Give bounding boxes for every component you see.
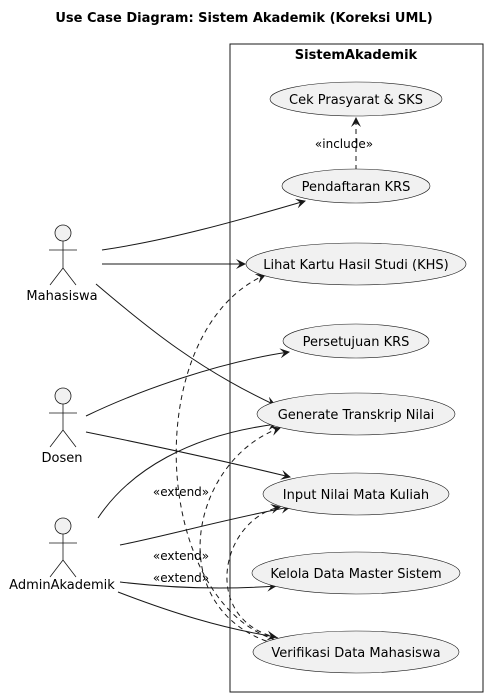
svg-text:Verifikasi Data Mahasiswa: Verifikasi Data Mahasiswa [271,646,440,661]
assoc-admin-transkrip [97,420,278,519]
use-case-lihat-khs[interactable]: Lihat Kartu Hasil Studi (KHS) [245,242,467,286]
svg-text:Kelola Data Master Sistem: Kelola Data Master Sistem [270,567,441,582]
actor-head-icon [54,224,72,242]
use-case-cek-prasyarat[interactable]: Cek Prasyarat & SKS [269,81,443,117]
assoc-dosen-persetujuan [85,348,290,417]
svg-text:Pendaftaran KRS: Pendaftaran KRS [302,180,411,195]
actor-dosen[interactable]: Dosen [42,387,83,466]
system-boundary [229,43,484,693]
actor-admin-akademik[interactable]: AdminAkademik [9,517,115,593]
assoc-admin-verifikasi [117,591,277,641]
svg-text:Cek Prasyarat & SKS: Cek Prasyarat & SKS [289,93,423,108]
assoc-admin-kelola [119,581,277,592]
assoc-dosen-input [85,431,291,480]
actor-label-mahasiswa: Mahasiswa [26,289,97,304]
extend-label-2: «extend» [153,549,209,563]
use-case-input-nilai[interactable]: Input Nilai Mata Kuliah [262,472,450,516]
use-case-generate-transkrip[interactable]: Generate Transkrip Nilai [256,392,456,436]
actor-label-dosen: Dosen [42,451,83,466]
use-case-kelola-data-master[interactable]: Kelola Data Master Sistem [251,551,461,595]
svg-text:Lihat Kartu Hasil Studi (KHS): Lihat Kartu Hasil Studi (KHS) [263,258,449,273]
assoc-mahasiswa-transkrip [95,283,276,406]
extend-verifikasi-input [226,504,281,639]
extend-label-3: «extend» [153,571,209,585]
diagram-title: Use Case Diagram: Sistem Akademik (Korek… [55,11,432,26]
assoc-admin-input [119,503,291,546]
svg-text:Persetujuan KRS: Persetujuan KRS [303,335,410,350]
assoc-mahasiswa-krs [101,198,306,251]
extend-label-1: «extend» [153,485,209,499]
use-case-verifikasi-data[interactable]: Verifikasi Data Mahasiswa [252,630,460,674]
actor-head-icon [54,387,72,405]
use-case-pendaftaran-krs[interactable]: Pendaftaran KRS [281,168,431,204]
include-label: «include» [315,137,373,151]
actor-mahasiswa[interactable]: Mahasiswa [26,224,98,304]
svg-text:Generate Transkrip Nilai: Generate Transkrip Nilai [278,408,435,423]
system-boundary-title: SistemAkademik [295,48,418,63]
actor-head-icon [54,517,72,535]
use-case-persetujuan-krs[interactable]: Persetujuan KRS [282,323,430,359]
extend-verifikasi-khs [175,274,277,641]
actor-label-admin: AdminAkademik [9,578,115,593]
svg-text:Input Nilai Mata Kuliah: Input Nilai Mata Kuliah [283,488,429,503]
extend-verifikasi-transkrip [199,426,281,645]
